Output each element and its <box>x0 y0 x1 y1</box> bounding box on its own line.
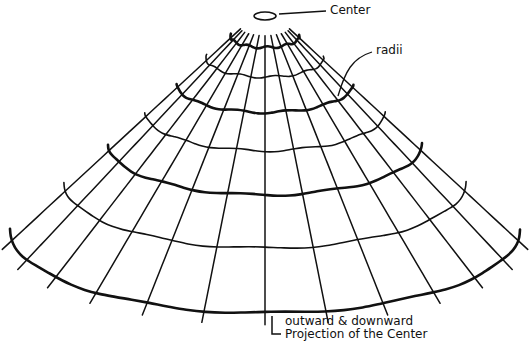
radius-line <box>276 35 387 315</box>
radius-line <box>281 34 440 304</box>
radius-line <box>264 36 266 325</box>
label-text: outward & downward Projection of the Cen… <box>285 314 427 341</box>
annotation-label: radii <box>376 44 403 57</box>
radius-line <box>290 29 528 250</box>
apex-ring <box>254 12 276 20</box>
radius-line <box>2 29 240 250</box>
label-text: Center <box>330 3 370 17</box>
radius-line <box>90 34 249 304</box>
radius-line <box>18 31 242 270</box>
annotation-label: outward & downward Projection of the Cen… <box>285 315 465 341</box>
leader-line <box>338 52 372 96</box>
radius-line <box>202 35 259 322</box>
bracket-leader <box>272 316 281 334</box>
label-text: radii <box>376 43 403 57</box>
radius-line <box>271 35 328 322</box>
radius-line <box>48 32 245 287</box>
radius-line <box>285 32 482 287</box>
annotation-label: Center <box>330 4 370 17</box>
leader-line <box>279 11 326 14</box>
